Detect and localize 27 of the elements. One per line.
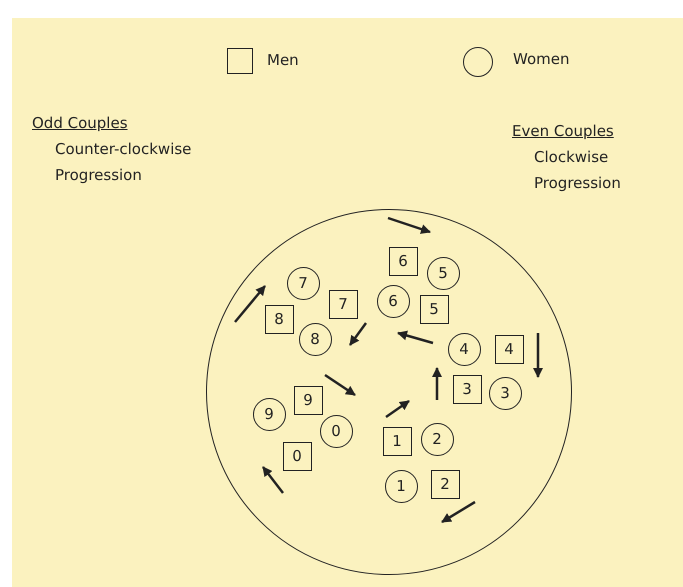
man-marker: 6 [388, 246, 418, 276]
woman-marker: 4 [448, 332, 480, 366]
woman-marker: 7 [286, 266, 320, 300]
woman-marker: 9 [252, 398, 286, 430]
legend-label: Women [513, 49, 570, 70]
man-marker: 8 [264, 304, 294, 334]
woman-marker: 3 [488, 376, 522, 410]
woman-marker: 5 [426, 256, 460, 290]
woman-marker: 6 [376, 284, 410, 318]
man-marker: 1 [382, 426, 412, 456]
woman-marker: 8 [298, 322, 332, 356]
woman-marker: 1 [384, 470, 418, 502]
man-marker: 9 [294, 386, 322, 414]
man-marker: 7 [328, 290, 358, 318]
woman-marker: 0 [320, 414, 352, 448]
progression-note: Clockwise Progression [534, 147, 622, 194]
man-marker: 4 [494, 334, 524, 364]
man-marker: 2 [430, 470, 460, 498]
dance-floor-circle [206, 209, 572, 575]
woman-marker: 2 [420, 422, 454, 456]
legend-label: Men [267, 50, 299, 71]
man-marker: 0 [282, 442, 312, 470]
man-marker: 5 [420, 294, 448, 324]
progression-note: Counter-clockwise Progression [55, 139, 192, 186]
group-heading: Odd Couples [32, 113, 128, 134]
group-heading: Even Couples [512, 121, 614, 142]
man-marker: 3 [452, 374, 482, 404]
